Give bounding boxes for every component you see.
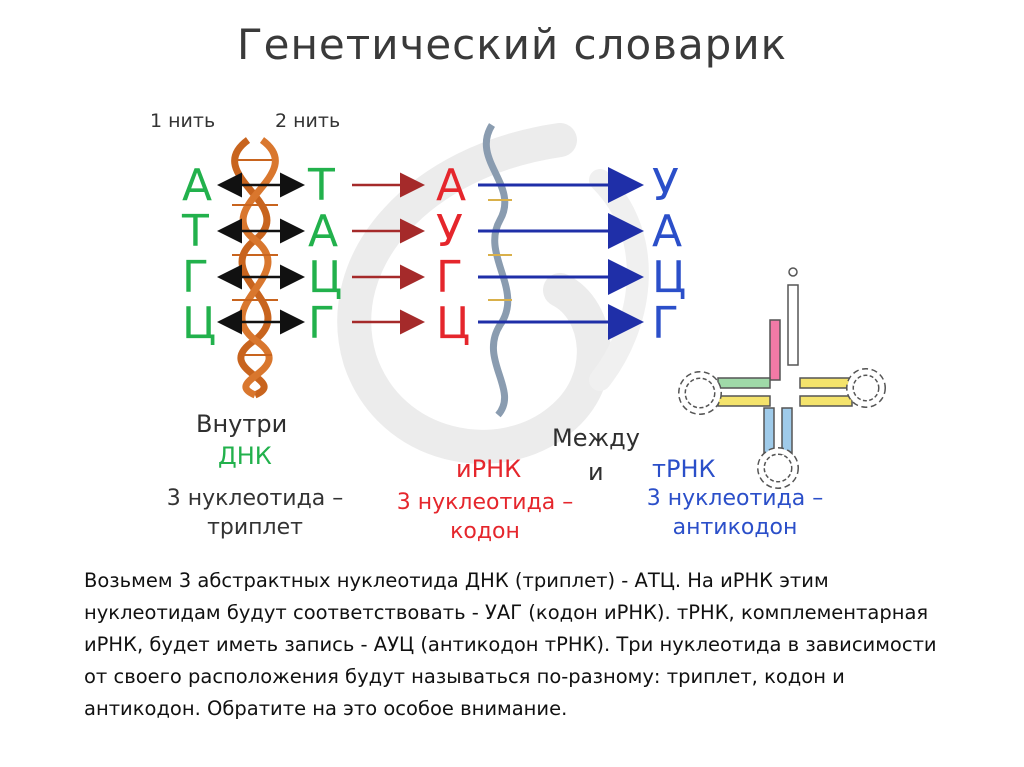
dna-left-base-3: Г (182, 252, 209, 303)
rna-strand (482, 123, 512, 418)
irna-name: иРНК (456, 455, 522, 483)
trna-name: тРНК (652, 455, 716, 483)
explanation-paragraph: Возьмем 3 абстрактных нуклеотида ДНК (тр… (84, 569, 937, 720)
trna-desc-1: 3 нуклеотида – (646, 486, 824, 511)
dna-right-base-4: Г (308, 298, 335, 349)
dna-caption-desc-2: триплет (207, 515, 303, 540)
dna-caption-desc-1: 3 нуклеотида – (166, 486, 344, 511)
dna-caption-top: Внутри (196, 410, 288, 438)
dna-left-base-4: Ц (182, 298, 217, 349)
dna-right-base-3: Ц (308, 252, 343, 303)
strand1-label: 1 нить (150, 110, 216, 132)
dna-right-base-1: Т (308, 160, 335, 211)
strand2-label: 2 нить (275, 110, 341, 132)
between-word: Между (552, 424, 640, 452)
dna-right-base-2: А (308, 206, 339, 257)
irna-base-2: У (436, 206, 463, 257)
irna-desc-2: кодон (450, 519, 520, 544)
trna-base-2: А (652, 206, 683, 257)
between-and: и (588, 458, 604, 486)
dna-left-base-2: Т (182, 206, 209, 257)
trna-desc-2: антикодон (672, 515, 798, 540)
trna-base-1: У (652, 160, 679, 211)
irna-base-1: А (436, 160, 467, 211)
irna-base-3: Г (436, 252, 463, 303)
dna-left-base-1: А (182, 160, 213, 211)
irna-base-4: Ц (436, 298, 471, 349)
trna-base-4: Г (652, 298, 679, 349)
page-title: Генетический словарик (236, 20, 788, 69)
irna-desc-1: 3 нуклеотида – (396, 490, 574, 515)
trna-base-3: Ц (652, 252, 687, 303)
dna-caption-name: ДНК (218, 442, 272, 470)
